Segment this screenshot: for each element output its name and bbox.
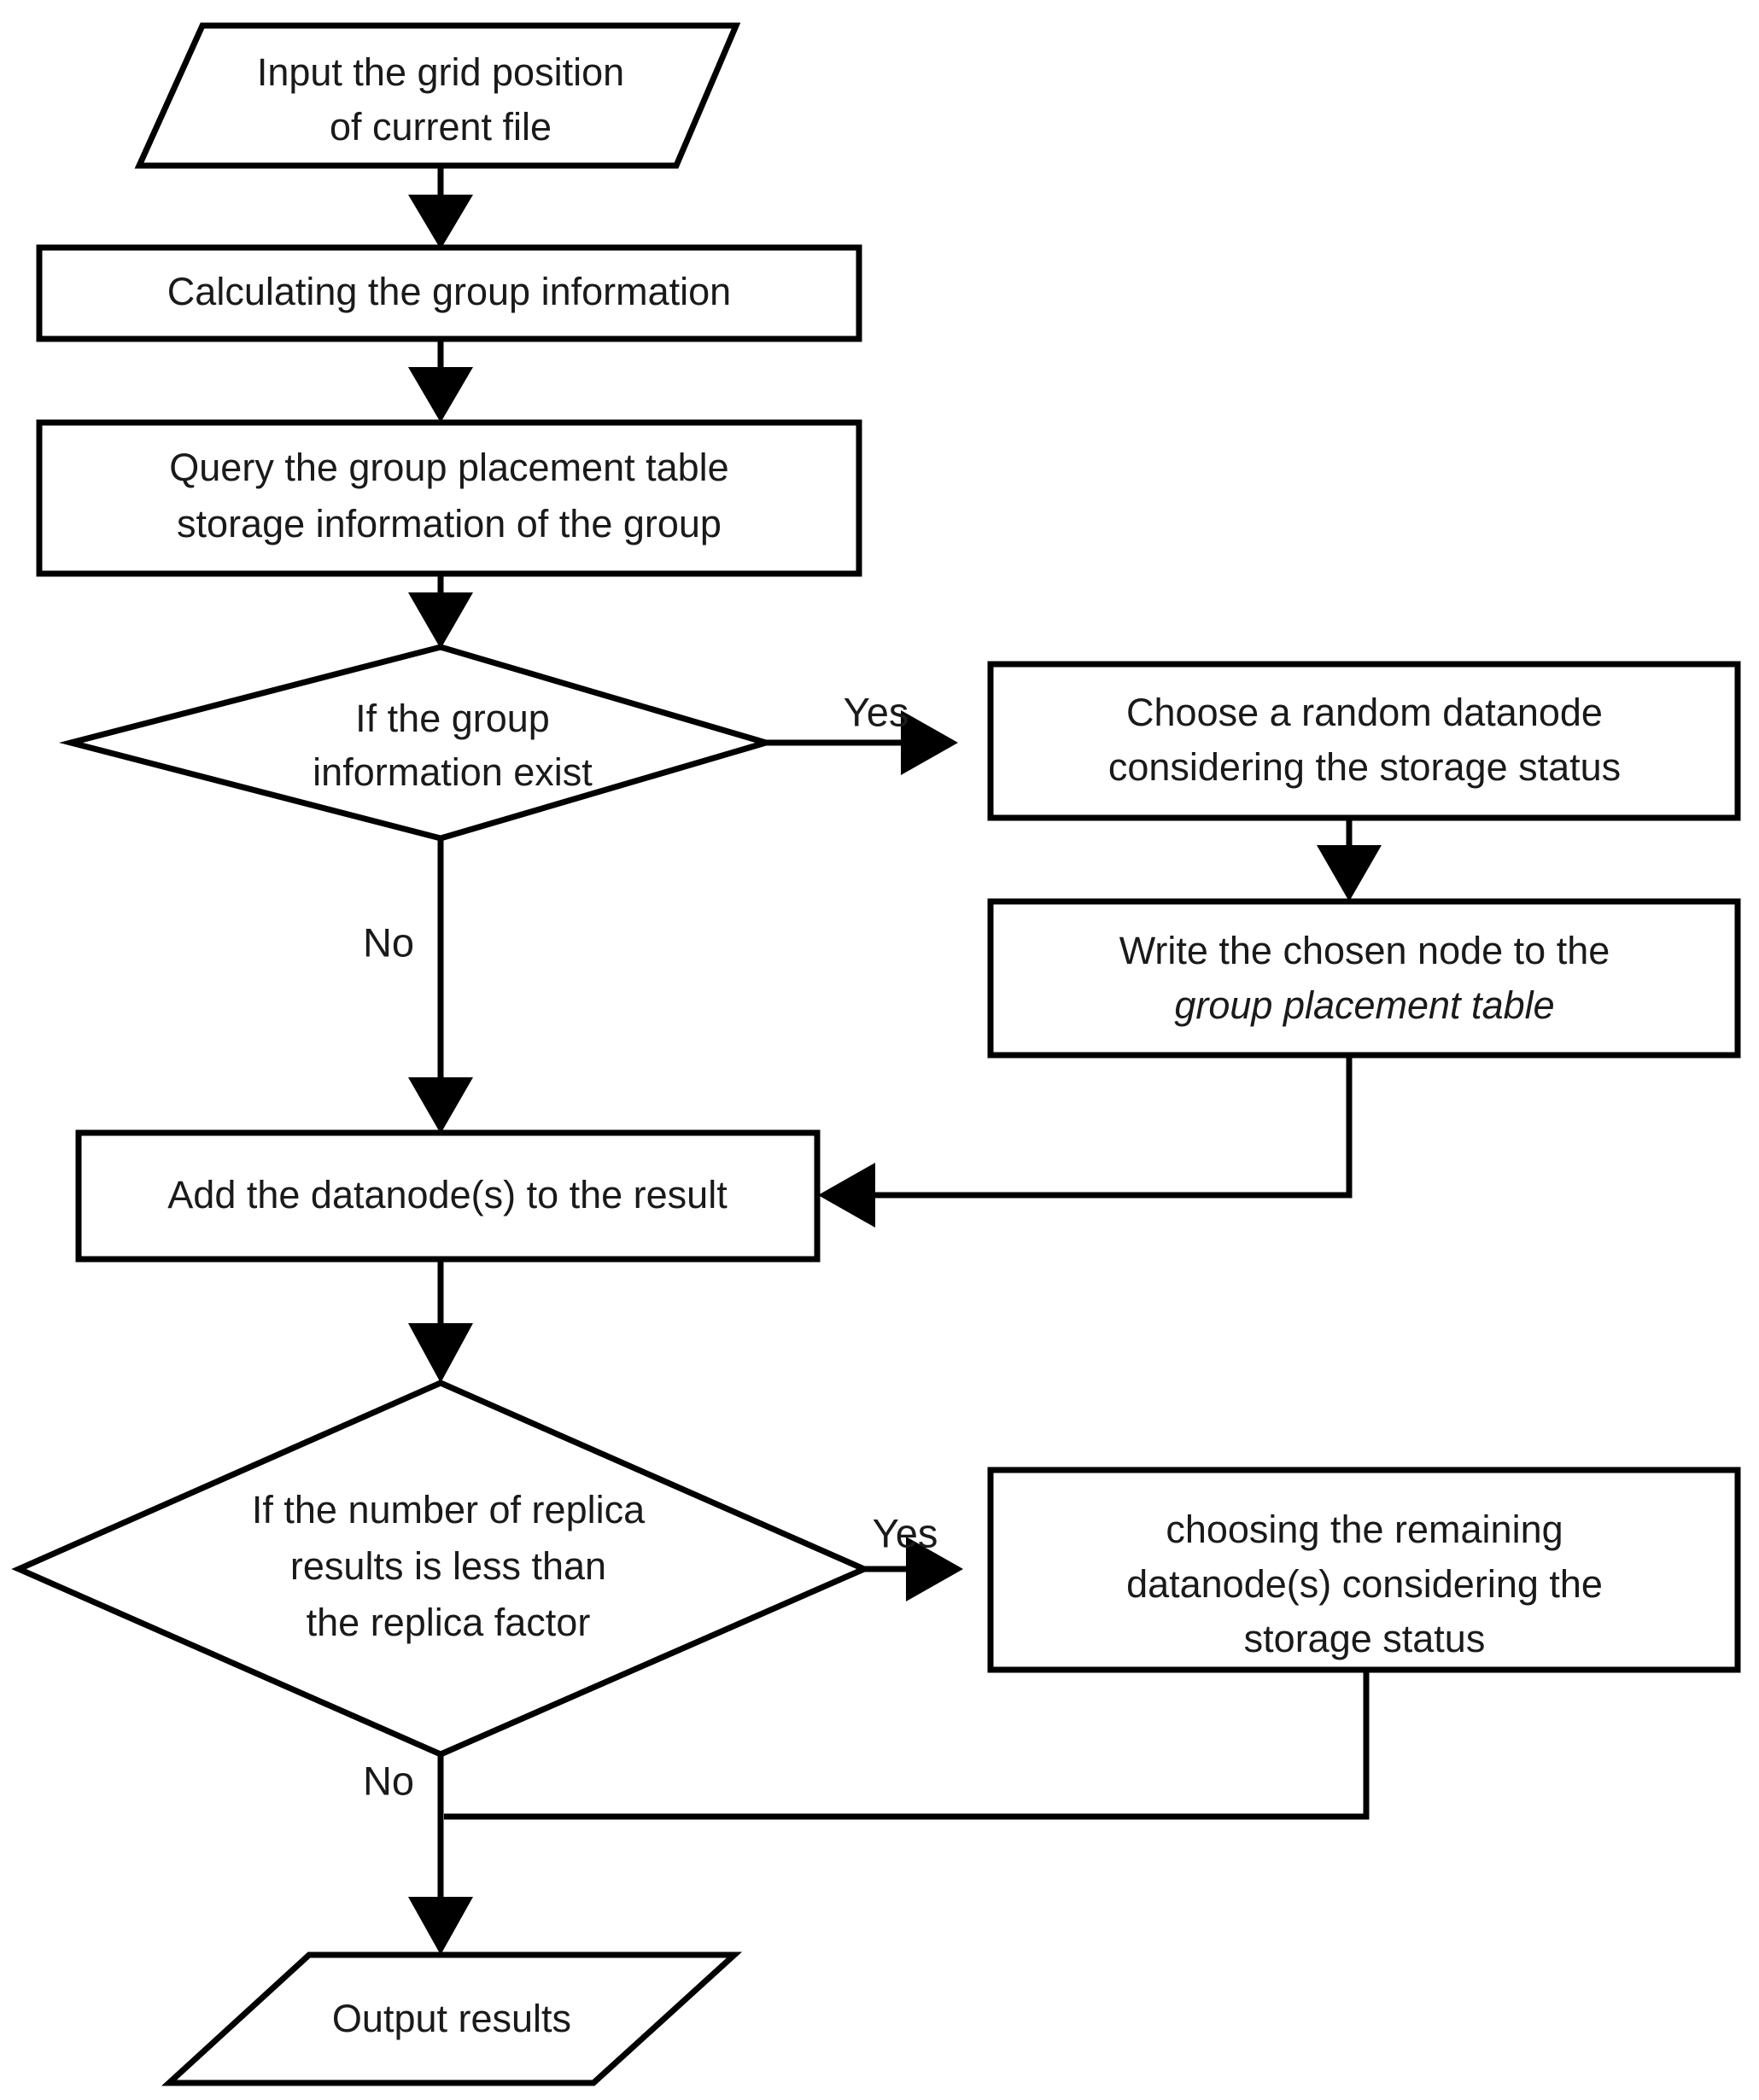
edge-query-to-decision-group [408, 574, 473, 649]
edge-write-node-to-add-result [818, 1053, 1353, 1228]
edge-input-to-calculating [408, 166, 473, 249]
node-decision-replica[interactable]: If the number of replica results is less… [11, 1380, 872, 1758]
node-calculating[interactable]: Calculating the group information [36, 244, 862, 342]
arrow-down-icon [408, 1077, 473, 1134]
node-decision-group-line2: information exist [313, 750, 593, 794]
arrow-down-icon [408, 1897, 473, 1955]
node-choose-random-line2: considering the storage status [1108, 745, 1621, 789]
node-query[interactable]: Query the group placement table storage … [36, 419, 862, 577]
node-input[interactable]: Input the grid position of current file [134, 22, 741, 169]
arrow-down-icon [1317, 845, 1382, 901]
arrow-right-icon [901, 710, 958, 775]
node-query-line2: storage information of the group [177, 502, 722, 545]
arrow-down-icon [408, 592, 473, 649]
node-add-result-line1: Add the datanode(s) to the result [167, 1173, 728, 1216]
node-choose-remaining-line1: choosing the remaining [1166, 1508, 1563, 1551]
edge-decision-group-no [408, 838, 473, 1134]
edge-label-no-replica: No [363, 1758, 414, 1803]
node-write-node-line2: group placement table [1174, 983, 1554, 1027]
edge-calculating-to-query [408, 339, 473, 423]
arrow-left-icon [818, 1163, 875, 1228]
edge-choose-remaining-feedback [444, 1670, 1370, 1820]
node-output[interactable]: Output results [161, 1951, 743, 2086]
node-write-node-line1: Write the chosen node to the [1119, 929, 1610, 972]
node-input-line1: Input the grid position [257, 50, 624, 94]
edge-decision-replica-yes [864, 1537, 963, 1601]
node-decision-replica-line2: results is less than [290, 1544, 606, 1588]
edge-label-no-group: No [363, 919, 414, 965]
node-decision-replica-line3: the replica factor [307, 1601, 591, 1644]
node-choose-remaining-line3: storage status [1244, 1617, 1486, 1660]
node-query-line1-plain: Query the [169, 446, 348, 489]
node-choose-remaining-line2: datanode(s) considering the [1126, 1562, 1603, 1606]
node-output-line1: Output results [332, 1997, 571, 2040]
node-decision-group-line1: If the group [355, 697, 550, 740]
edge-decision-replica-no [408, 1754, 473, 1955]
node-decision-replica-line1: If the number of replica [252, 1488, 646, 1531]
node-query-line1: Query the group placement table [169, 446, 728, 489]
edge-decision-group-yes [766, 710, 958, 775]
node-input-line2: of current file [330, 105, 552, 149]
edge-choose-random-to-write-node [1317, 817, 1382, 901]
node-decision-group[interactable]: If the group information exist [59, 644, 777, 842]
node-calculating-line1: Calculating the group information [167, 270, 731, 313]
node-choose-remaining[interactable]: choosing the remaining datanode(s) consi… [987, 1467, 1741, 1673]
edge-label-yes-replica: Yes [873, 1510, 938, 1555]
edge-label-yes-group: Yes [844, 689, 909, 734]
node-query-line1-italic: group placement table [348, 446, 728, 489]
node-choose-random[interactable]: Choose a random datanode considering the… [987, 661, 1741, 821]
node-write-node[interactable]: Write the chosen node to the group place… [987, 898, 1741, 1059]
arrow-down-icon [408, 367, 473, 423]
edge-add-result-to-decision-replica [408, 1258, 473, 1383]
node-choose-random-line1: Choose a random datanode [1126, 691, 1603, 734]
arrow-right-icon [906, 1537, 963, 1601]
arrow-down-icon [408, 1323, 473, 1383]
arrow-down-icon [408, 195, 473, 249]
node-add-result[interactable]: Add the datanode(s) to the result [75, 1129, 821, 1263]
